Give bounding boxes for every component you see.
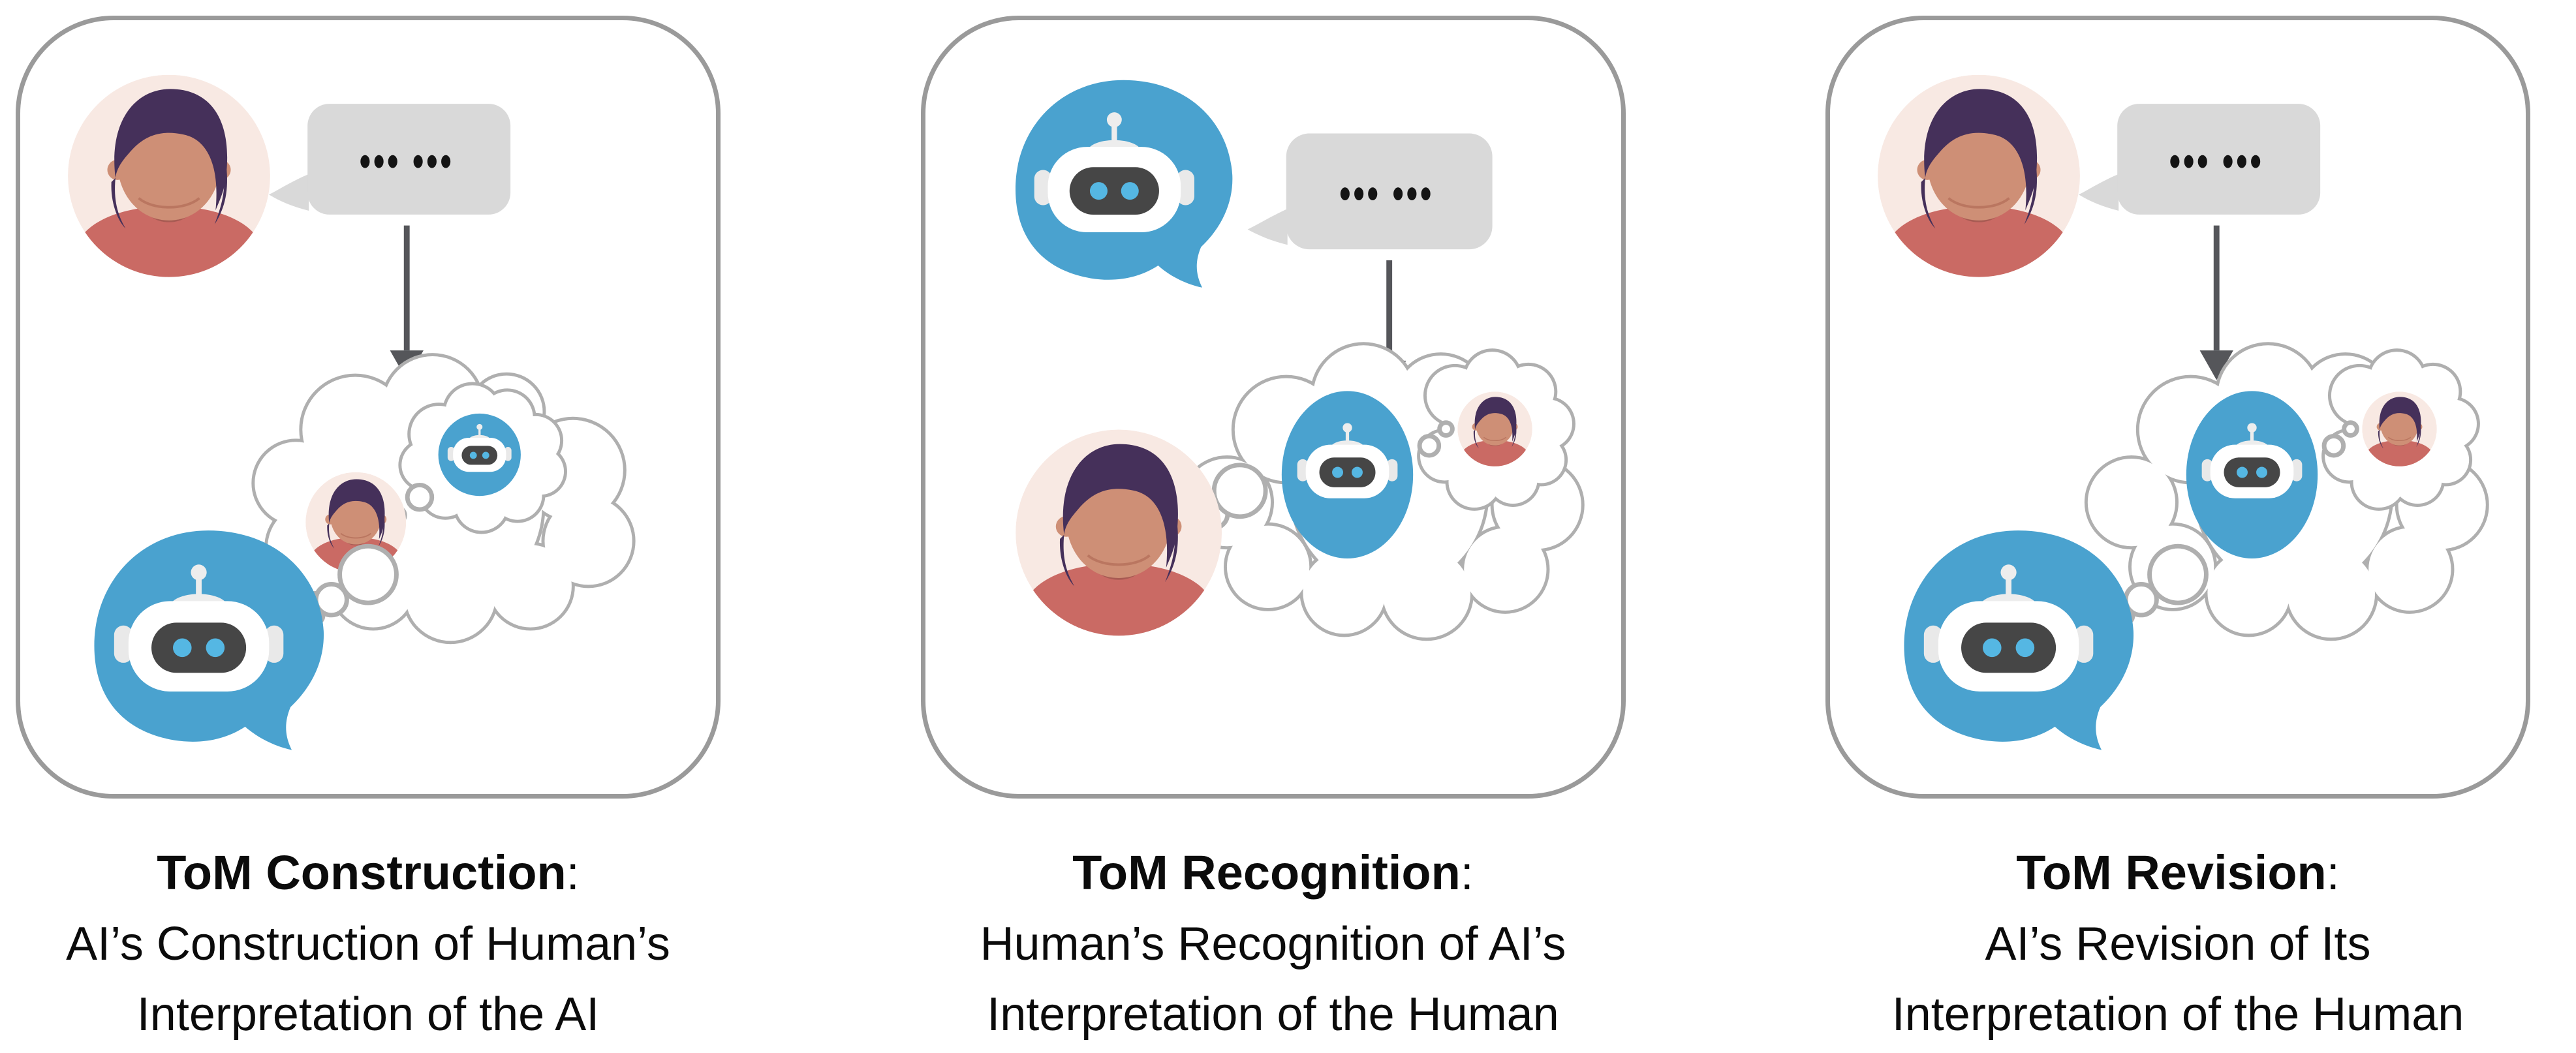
caption-title: ToM Recognition xyxy=(1072,846,1461,900)
speech-bubble: ••• ••• xyxy=(2078,104,2321,215)
human-avatar xyxy=(1878,75,2080,281)
caption-line3: Interpretation of the Human xyxy=(987,988,1559,1041)
caption-colon: : xyxy=(566,847,580,900)
robot-avatar xyxy=(94,530,324,750)
caption-line2: Human’s Recognition of AI’s xyxy=(980,918,1566,970)
human-avatar xyxy=(1016,430,1222,640)
scene-recognition: ••• ••• xyxy=(925,20,1585,641)
caption-title-line: ToM Revision: xyxy=(1892,836,2464,909)
scene-revision: ••• ••• xyxy=(1830,20,2489,794)
speech-bubble: ••• ••• xyxy=(1247,133,1493,250)
thought-trail-inner xyxy=(1417,420,1455,458)
bubble-dots: ••• ••• xyxy=(2169,136,2264,186)
thought-trail-inner xyxy=(2321,420,2359,458)
panel-revision: ••• ••• xyxy=(1825,16,2530,799)
bubble-dots: ••• ••• xyxy=(1339,168,1434,219)
speech-bubble: ••• ••• xyxy=(268,104,511,215)
caption-construction: ToM Construction: AI’s Construction of H… xyxy=(66,836,670,1050)
human-avatar xyxy=(68,75,270,281)
robot-avatar xyxy=(1015,80,1232,288)
caption-line3: Interpretation of the AI xyxy=(136,988,600,1041)
scene-construction: ••• ••• xyxy=(20,20,636,794)
caption-colon: : xyxy=(2326,847,2340,900)
caption-title-line: ToM Construction: xyxy=(66,836,670,909)
robot-in-ellipse xyxy=(1281,391,1413,558)
caption-line2: AI’s Construction of Human’s xyxy=(66,918,670,970)
caption-title: ToM Revision xyxy=(2016,846,2327,900)
robot-avatar xyxy=(1904,530,2134,750)
down-arrow-icon xyxy=(2199,225,2233,380)
caption-title-line: ToM Recognition: xyxy=(980,836,1566,909)
bubble-dots: ••• ••• xyxy=(360,136,454,186)
panel-construction: ••• ••• xyxy=(16,16,721,799)
panel-column-construction: ••• ••• xyxy=(16,16,721,1050)
robot-in-ellipse xyxy=(2186,391,2318,558)
caption-line3: Interpretation of the Human xyxy=(1891,988,2464,1041)
panel-recognition: ••• ••• xyxy=(920,16,1626,799)
caption-revision: ToM Revision: AI’s Revision of Its Inter… xyxy=(1892,836,2464,1050)
caption-colon: : xyxy=(1460,847,1474,900)
caption-line2: AI’s Revision of Its xyxy=(1985,918,2371,970)
robot-in-circle xyxy=(438,413,521,496)
caption-recognition: ToM Recognition: Human’s Recognition of … xyxy=(980,836,1566,1050)
panel-column-recognition: ••• ••• xyxy=(920,16,1626,1050)
panel-column-revision: ••• ••• xyxy=(1825,16,2530,1050)
caption-title: ToM Construction xyxy=(157,846,566,900)
